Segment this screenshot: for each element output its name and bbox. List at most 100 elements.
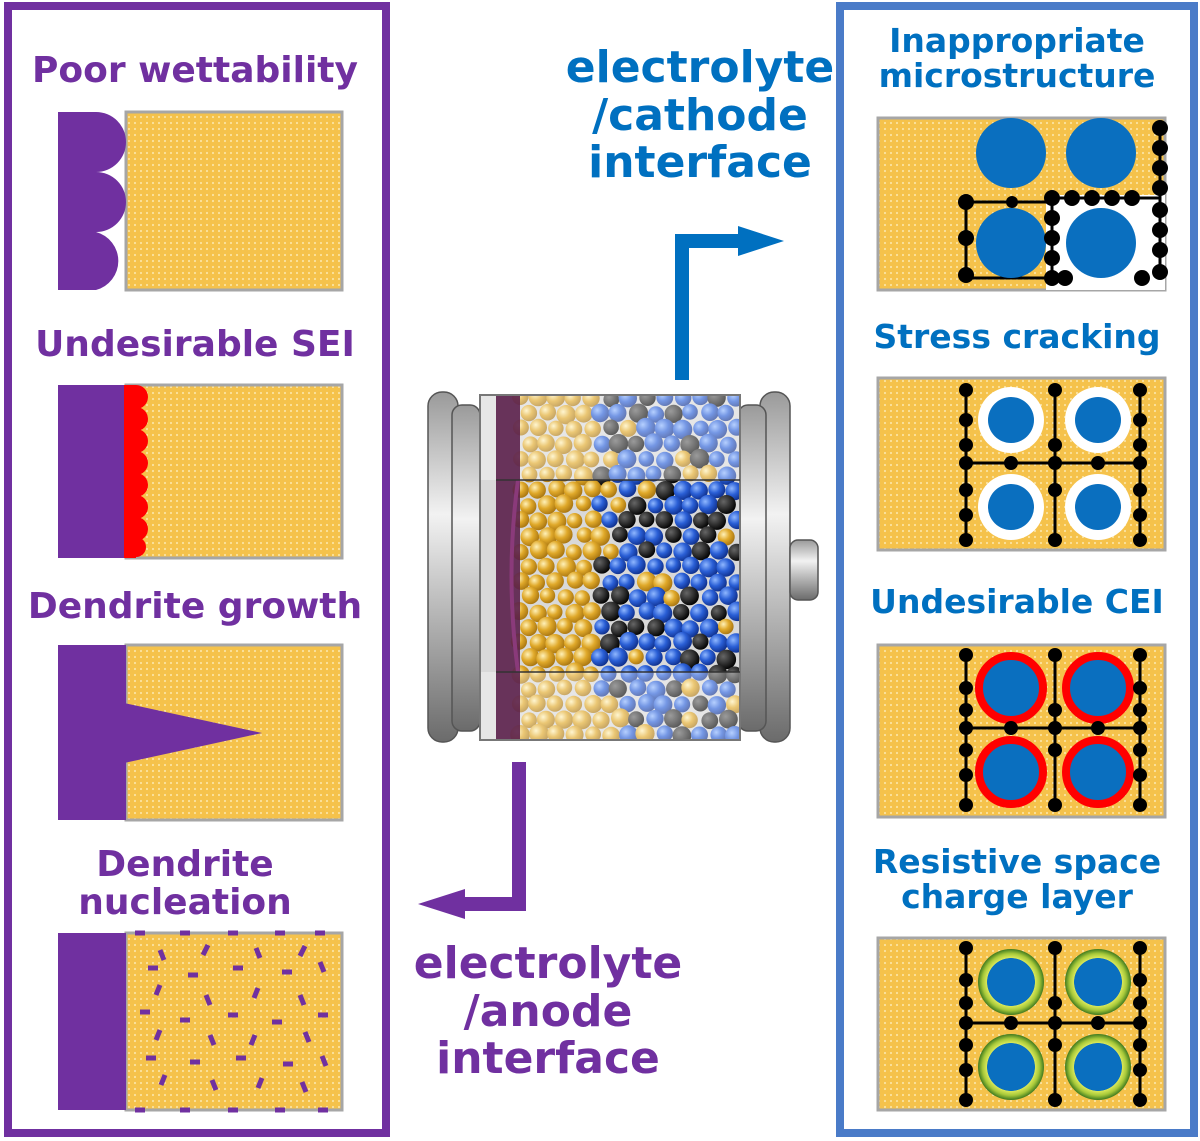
cell-particle xyxy=(645,648,663,666)
cell-particle xyxy=(626,555,646,575)
cell-particle xyxy=(603,451,620,468)
cell-particle xyxy=(603,419,619,436)
cell-particle xyxy=(618,479,637,498)
cell-particle xyxy=(663,435,680,452)
cell-particle xyxy=(708,481,726,499)
cell-particle xyxy=(618,604,635,621)
cell-particle xyxy=(566,513,583,529)
anode-interface-line-1: electrolyte xyxy=(413,938,683,989)
cell-particle xyxy=(699,433,718,453)
cell-particle xyxy=(717,528,735,546)
cell-particle xyxy=(582,602,601,621)
cell-particle xyxy=(645,465,662,482)
cell-particle xyxy=(583,451,600,468)
cell-particle xyxy=(529,666,547,683)
cell-particle xyxy=(701,403,719,422)
cell-particle xyxy=(609,557,627,575)
undesirable-sei-diagram xyxy=(58,383,344,560)
cell-particle xyxy=(521,648,540,667)
cell-particle xyxy=(608,403,627,422)
cell-particle xyxy=(557,589,574,606)
cell-particle xyxy=(554,525,573,544)
cell-particle xyxy=(537,680,556,698)
cell-particle xyxy=(699,649,716,666)
cell-particle xyxy=(709,541,729,560)
anode-interface-line-3: interface xyxy=(436,1033,660,1085)
cell-particle xyxy=(619,695,636,713)
cell-particle xyxy=(699,558,719,578)
cell-particle xyxy=(600,481,617,498)
cell-particle xyxy=(638,602,657,620)
cell-particle xyxy=(556,679,573,696)
cell-particle xyxy=(583,666,599,682)
cell-particle xyxy=(591,495,608,512)
undesirable-cei-diagram xyxy=(876,643,1167,819)
cell-particle xyxy=(727,395,740,407)
cell-particle xyxy=(680,586,699,606)
cell-particle xyxy=(520,558,537,575)
cell-particle xyxy=(608,434,629,454)
cell-particle xyxy=(574,404,593,423)
cell-particle xyxy=(529,723,549,740)
cell-particle xyxy=(536,649,556,669)
cell-particle xyxy=(710,726,728,740)
cell-particle xyxy=(521,466,538,483)
cell-particle xyxy=(618,511,636,529)
cell-particle xyxy=(576,527,593,543)
cell-particle xyxy=(537,616,557,637)
cell-particle xyxy=(628,496,647,515)
cell-particle xyxy=(674,696,691,713)
cell-particle xyxy=(692,395,709,406)
resistive-space-charge-line-2: charge layer xyxy=(901,876,1133,916)
dendrite-nucleation-label: Dendrite nucleation xyxy=(10,846,360,922)
cell-particle xyxy=(584,510,603,528)
cell-particle xyxy=(716,558,735,577)
cell-particle xyxy=(539,466,555,483)
cell-particle xyxy=(652,603,673,623)
cell-particle xyxy=(728,510,740,530)
inappropriate-microstructure-label: Inappropriate microstructure xyxy=(842,23,1192,93)
cathode-interface-line-2: /cathode xyxy=(592,89,808,141)
cell-particle xyxy=(707,511,727,530)
cell-particle xyxy=(665,557,682,573)
cell-particle xyxy=(728,451,740,468)
cell-particle xyxy=(627,618,645,635)
dendrite xyxy=(124,703,262,763)
poor-wettability-label: Poor wettability xyxy=(32,50,358,91)
cell-particle xyxy=(727,601,740,622)
cell-particle xyxy=(611,586,630,605)
cell-particle xyxy=(673,604,690,621)
cell-particle xyxy=(520,404,538,422)
cell-particle xyxy=(637,480,657,499)
cell-particle xyxy=(582,541,602,561)
cell-particle xyxy=(565,544,582,561)
cell-particle xyxy=(629,679,647,696)
cell-particle xyxy=(555,465,573,482)
cell-particle xyxy=(663,590,680,607)
cell-particle xyxy=(716,649,737,670)
undesirable-sei-label: Undesirable SEI xyxy=(35,324,355,365)
cell-particle xyxy=(565,695,583,713)
cell-particle xyxy=(556,618,573,634)
poor-wettability-diagram xyxy=(58,110,344,292)
cell-particle xyxy=(673,631,692,651)
cell-particle xyxy=(600,695,619,714)
cell-particle xyxy=(701,712,719,730)
cell-particle xyxy=(545,634,565,654)
cell-particle xyxy=(619,419,637,437)
cell-particle xyxy=(673,542,692,562)
cell-particle xyxy=(612,526,628,543)
cathode-interface-label: electrolyte /cathode interface xyxy=(560,44,840,187)
cell-particle xyxy=(672,726,692,740)
cell-particle xyxy=(574,619,593,638)
cell-particle xyxy=(636,417,656,438)
cell-particle xyxy=(593,556,611,574)
cell-particle xyxy=(636,571,657,592)
cell-particle xyxy=(548,420,564,436)
cell-particle xyxy=(600,665,617,682)
cell-particle xyxy=(520,527,540,547)
cell-particle xyxy=(638,541,656,558)
cell-particle xyxy=(665,526,682,543)
cell-particle xyxy=(538,527,558,546)
cell-particle xyxy=(728,543,740,561)
